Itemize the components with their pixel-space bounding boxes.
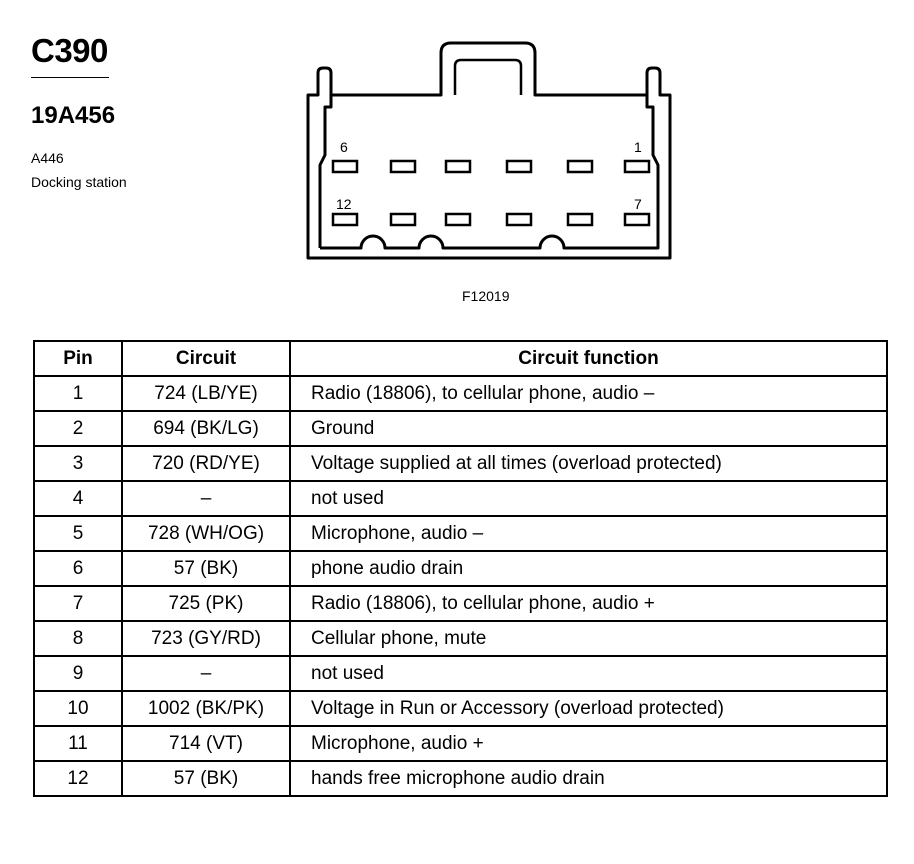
cavity-pin-4: [444, 159, 472, 174]
function-cell: not used: [289, 655, 888, 692]
connector-id-underline: [31, 77, 109, 78]
column-header-circuit: Circuit: [121, 340, 291, 377]
pin-label-12: 12: [336, 196, 352, 212]
table-row: 4–not used: [33, 480, 888, 517]
pin-cell: 10: [33, 690, 123, 727]
function-cell: Microphone, audio –: [289, 515, 888, 552]
cavity-pin-8: [566, 212, 594, 227]
pin-cell: 6: [33, 550, 123, 587]
pin-label-6: 6: [340, 139, 348, 155]
pin-cell: 12: [33, 760, 123, 797]
pin-cell: 5: [33, 515, 123, 552]
pin-cell: 4: [33, 480, 123, 517]
table-row: 9–not used: [33, 655, 888, 692]
terminal-cavities: [331, 159, 651, 227]
pin-cell: 3: [33, 445, 123, 482]
cavity-pin-5: [389, 159, 417, 174]
function-cell: hands free microphone audio drain: [289, 760, 888, 797]
cavity-pin-6: [331, 159, 359, 174]
function-cell: Radio (18806), to cellular phone, audio …: [289, 375, 888, 412]
pin-cell: 7: [33, 585, 123, 622]
table-header-row: Pin Circuit Circuit function: [33, 340, 888, 377]
cavity-pin-12: [331, 212, 359, 227]
pin-cell: 1: [33, 375, 123, 412]
circuit-cell: 720 (RD/YE): [121, 445, 291, 482]
cavity-pin-2: [566, 159, 594, 174]
circuit-cell: –: [121, 655, 291, 692]
function-cell: Voltage in Run or Accessory (overload pr…: [289, 690, 888, 727]
function-cell: not used: [289, 480, 888, 517]
circuit-cell: 714 (VT): [121, 725, 291, 762]
circuit-cell: 1002 (BK/PK): [121, 690, 291, 727]
pin-label-1: 1: [634, 139, 642, 155]
connector-face-diagram: 6 1 12 7: [306, 41, 672, 260]
cavity-pin-7: [623, 212, 651, 227]
component-code: A446: [31, 150, 64, 166]
pin-cell: 8: [33, 620, 123, 657]
circuit-cell: 724 (LB/YE): [121, 375, 291, 412]
circuit-cell: 723 (GY/RD): [121, 620, 291, 657]
circuit-cell: –: [121, 480, 291, 517]
pin-cell: 11: [33, 725, 123, 762]
circuit-cell: 57 (BK): [121, 760, 291, 797]
cavity-pin-3: [505, 159, 533, 174]
function-cell: phone audio drain: [289, 550, 888, 587]
circuit-cell: 57 (BK): [121, 550, 291, 587]
pin-cell: 9: [33, 655, 123, 692]
function-cell: Microphone, audio +: [289, 725, 888, 762]
function-cell: Cellular phone, mute: [289, 620, 888, 657]
cavity-pin-9: [505, 212, 533, 227]
function-cell: Ground: [289, 410, 888, 447]
pin-label-7: 7: [634, 196, 642, 212]
part-number: 19A456: [31, 102, 116, 129]
cavity-pin-11: [389, 212, 417, 227]
circuit-cell: 725 (PK): [121, 585, 291, 622]
component-name: Docking station: [31, 174, 127, 190]
pin-cell: 2: [33, 410, 123, 447]
function-cell: Voltage supplied at all times (overload …: [289, 445, 888, 482]
figure-code: F12019: [462, 288, 510, 304]
circuit-cell: 694 (BK/LG): [121, 410, 291, 447]
connector-housing: [306, 41, 672, 260]
cavity-pin-10: [444, 212, 472, 227]
cavity-pin-1: [623, 159, 651, 174]
connector-id: C390: [31, 32, 108, 69]
column-header-pin: Pin: [33, 340, 123, 377]
circuit-cell: 728 (WH/OG): [121, 515, 291, 552]
function-cell: Radio (18806), to cellular phone, audio …: [289, 585, 888, 622]
column-header-function: Circuit function: [289, 340, 888, 377]
